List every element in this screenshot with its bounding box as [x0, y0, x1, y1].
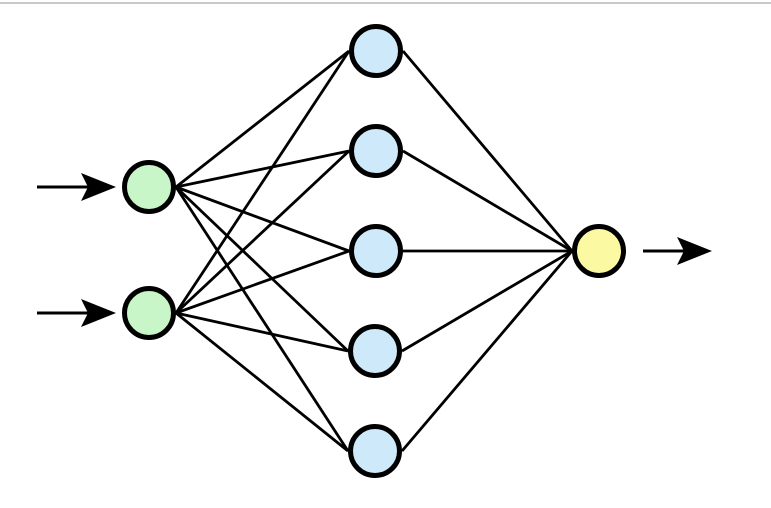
- top-border-line: [0, 2, 771, 4]
- hidden-3-node: [349, 224, 403, 278]
- edge-input-2-to-hidden-4: [175, 311, 349, 353]
- edge-hidden-5-to-output-1: [400, 250, 574, 452]
- edge-input-2-to-hidden-1: [174, 50, 351, 314]
- hidden-4-node: [348, 324, 402, 378]
- hidden-1-node: [349, 24, 403, 78]
- input-arrow-2-head: [81, 299, 116, 327]
- edge-input-2-to-hidden-2: [175, 149, 350, 315]
- edge-hidden-2-to-output-1: [402, 149, 573, 253]
- edge-hidden-1-to-output-1: [401, 50, 574, 252]
- edge-input-1-to-hidden-4: [175, 185, 349, 353]
- input-2-node: [122, 286, 176, 340]
- hidden-2-node: [349, 124, 403, 178]
- output-1-node: [572, 224, 626, 278]
- edge-input-1-to-hidden-1: [175, 49, 350, 189]
- output-arrow-head: [677, 237, 712, 265]
- hidden-5-node: [348, 424, 402, 478]
- edge-input-1-to-hidden-2: [175, 149, 350, 189]
- edge-input-1-to-hidden-3: [175, 185, 350, 253]
- edge-input-2-to-hidden-5: [175, 311, 349, 453]
- edge-hidden-4-to-output-1: [401, 249, 573, 353]
- edge-input-1-to-hidden-5: [174, 186, 350, 452]
- input-arrow-1-head: [81, 173, 116, 201]
- edge-input-2-to-hidden-3: [175, 249, 350, 315]
- input-1-node: [122, 160, 176, 214]
